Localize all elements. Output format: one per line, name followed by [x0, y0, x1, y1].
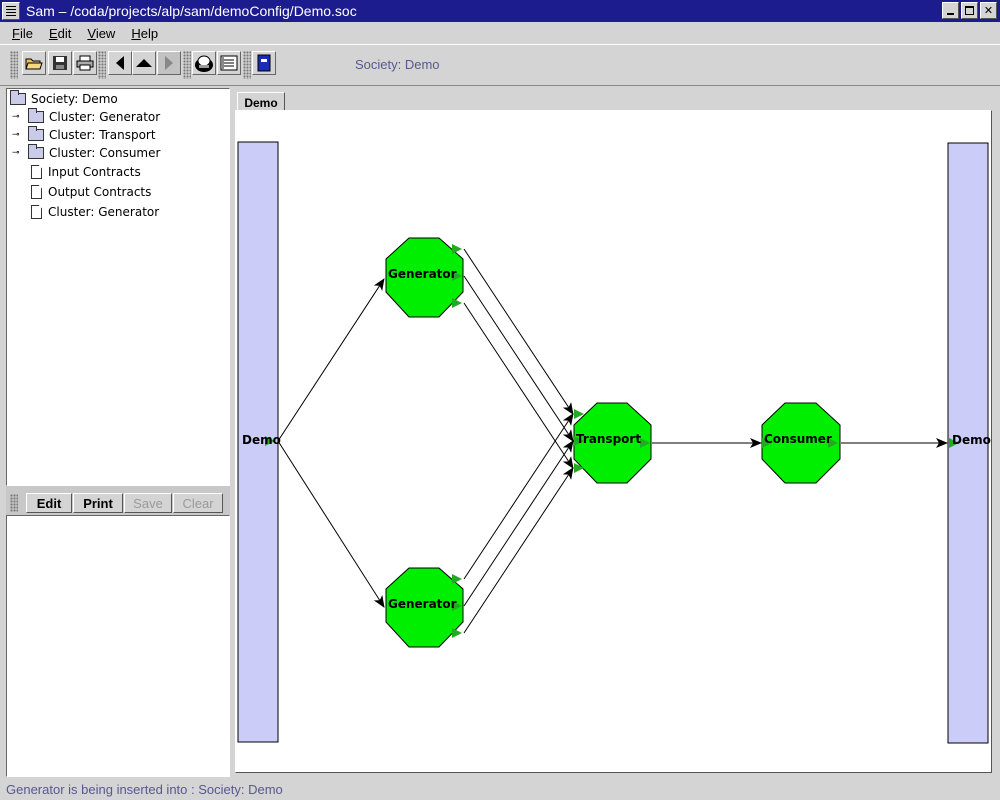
tree-item-label: Cluster: Generator: [49, 110, 161, 124]
tab-demo[interactable]: Demo: [237, 92, 285, 112]
list-button[interactable]: [217, 51, 241, 75]
society-tree[interactable]: Society: Demo ⊸ Cluster: Generator ⊸ Clu…: [6, 88, 230, 486]
consumer-label: Consumer: [764, 432, 832, 446]
toolbar-grip-4[interactable]: [243, 51, 251, 79]
document-icon: [31, 205, 42, 219]
document-icon: [31, 165, 42, 179]
forward-arrow-icon: [165, 56, 173, 70]
toolbar-grip-3[interactable]: [183, 51, 191, 79]
transport-label: Transport: [576, 432, 641, 446]
expand-toggle-icon[interactable]: ⊸: [12, 130, 20, 140]
tree-item-generator-doc[interactable]: Cluster: Generator: [29, 203, 159, 221]
toolbar-grip[interactable]: [10, 51, 18, 79]
minimize-icon: [947, 12, 954, 15]
toolbar-grip-2[interactable]: [98, 51, 106, 79]
list-icon: [220, 55, 238, 71]
tree-item-label: Cluster: Transport: [49, 128, 156, 142]
open-button[interactable]: [22, 51, 46, 75]
node-ports: [265, 244, 959, 638]
tree-root-label: Society: Demo: [31, 92, 118, 106]
tree-item-input-contracts[interactable]: Input Contracts: [29, 163, 141, 181]
save-button[interactable]: [48, 51, 72, 75]
back-button[interactable]: [108, 51, 132, 75]
tree-item-label: Output Contracts: [48, 185, 152, 199]
graph-svg: Demo Demo Generator Generator Transport …: [237, 141, 991, 744]
menu-view[interactable]: View: [87, 25, 116, 41]
menu-bar: File Edit View Help: [0, 22, 1000, 44]
print-button[interactable]: [73, 51, 97, 75]
window-title: Sam – /coda/projects/alp/sam/demoConfig/…: [26, 3, 357, 19]
node-consumer[interactable]: [761, 402, 841, 484]
maximize-button[interactable]: [961, 2, 978, 19]
clear-button: Clear: [173, 493, 223, 513]
menu-edit[interactable]: Edit: [48, 25, 72, 41]
status-bar: Generator is being inserted into : Socie…: [0, 778, 1000, 800]
agent-button[interactable]: [192, 51, 216, 75]
up-button[interactable]: [132, 51, 156, 75]
maximize-icon: [965, 6, 974, 15]
tree-root[interactable]: Society: Demo: [10, 90, 118, 108]
minimize-button[interactable]: [942, 2, 959, 19]
edit-toolbar-grip[interactable]: [10, 494, 18, 512]
window-menu-icon[interactable]: [2, 2, 20, 20]
menu-file[interactable]: File: [12, 25, 33, 41]
close-icon: ✕: [983, 4, 994, 17]
folder-icon: [28, 126, 44, 141]
node-generator-top[interactable]: [385, 237, 464, 318]
open-folder-icon: [25, 58, 43, 70]
print-text-button[interactable]: Print: [73, 493, 123, 513]
back-arrow-icon: [116, 56, 124, 70]
text-editor-area[interactable]: [6, 515, 230, 777]
status-text: Generator is being inserted into : Socie…: [6, 781, 283, 797]
generator-bottom-label: Generator: [388, 597, 457, 611]
split-divider[interactable]: [6, 486, 230, 491]
tree-item-generator[interactable]: ⊸ Cluster: Generator: [12, 108, 160, 126]
help-book-button[interactable]: [252, 51, 276, 75]
forward-button: [157, 51, 181, 75]
tree-item-output-contracts[interactable]: Output Contracts: [29, 183, 151, 201]
up-arrow-icon: [136, 59, 152, 67]
expand-toggle-icon[interactable]: ⊸: [12, 148, 20, 158]
society-label: Society: Demo: [355, 57, 440, 72]
save-icon: [53, 56, 67, 70]
folder-icon: [10, 90, 26, 105]
tree-item-transport[interactable]: ⊸ Cluster: Transport: [12, 126, 156, 144]
close-button[interactable]: ✕: [980, 2, 997, 19]
node-generator-bottom[interactable]: [385, 567, 464, 648]
menu-help[interactable]: Help: [131, 25, 159, 41]
title-bar: Sam – /coda/projects/alp/sam/demoConfig/…: [0, 0, 1000, 22]
document-icon: [31, 185, 42, 199]
tree-item-label: Cluster: Consumer: [49, 146, 161, 160]
society-canvas[interactable]: Demo Demo Generator Generator Transport …: [235, 110, 992, 773]
tree-item-label: Cluster: Generator: [48, 205, 160, 219]
folder-icon: [28, 144, 44, 159]
book-icon: [257, 54, 271, 72]
edit-toolbar: Edit Print Save Clear: [6, 491, 230, 515]
tab-pane: Demo: [233, 88, 994, 778]
left-bar-label: Demo: [242, 433, 281, 447]
right-bar-label: Demo: [952, 433, 991, 447]
save-text-button: Save: [124, 493, 172, 513]
generator-top-label: Generator: [388, 267, 457, 281]
tree-item-consumer[interactable]: ⊸ Cluster: Consumer: [12, 144, 160, 162]
robot-icon: [195, 55, 213, 72]
expand-toggle-icon[interactable]: ⊸: [12, 112, 20, 122]
tree-item-label: Input Contracts: [48, 165, 141, 179]
graph-edges: [277, 248, 948, 634]
edit-button[interactable]: Edit: [26, 493, 72, 513]
print-icon: [76, 55, 94, 71]
folder-icon: [28, 108, 44, 123]
toolbar: Society: Demo: [0, 44, 1000, 86]
